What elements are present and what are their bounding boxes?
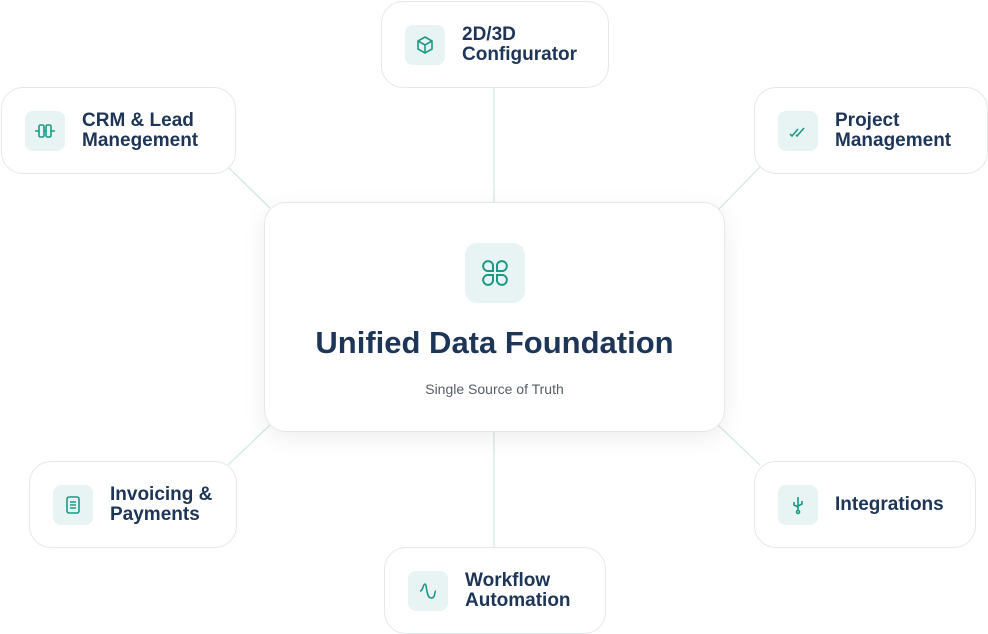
module-workflow[interactable]: Workflow Automation bbox=[384, 547, 606, 634]
module-label: Workflow Automation bbox=[465, 569, 571, 611]
central-hub-card: Unified Data Foundation Single Source of… bbox=[264, 202, 725, 432]
hub-title: Unified Data Foundation bbox=[315, 325, 674, 360]
module-invoicing[interactable]: Invoicing & Payments bbox=[29, 461, 237, 548]
check-double-icon bbox=[778, 110, 818, 151]
module-project[interactable]: Project Management bbox=[754, 87, 988, 174]
wave-icon bbox=[408, 570, 448, 611]
module-crm[interactable]: CRM & Lead Manegement bbox=[1, 87, 236, 174]
connector-crm bbox=[227, 166, 271, 209]
connector-invoicing bbox=[227, 424, 271, 466]
module-label: CRM & Lead Manegement bbox=[82, 109, 199, 151]
module-label: Invoicing & Payments bbox=[110, 483, 213, 525]
hub-subtitle: Single Source of Truth bbox=[425, 381, 564, 397]
connector-project bbox=[717, 166, 761, 211]
component-icon bbox=[25, 110, 65, 151]
grid-icon bbox=[464, 243, 525, 303]
usb-icon bbox=[778, 484, 818, 525]
module-label: Project Management bbox=[835, 109, 952, 151]
module-label: Integrations bbox=[835, 493, 944, 515]
module-configurator[interactable]: 2D/3D Configurator bbox=[381, 1, 609, 88]
module-label: 2D/3D Configurator bbox=[462, 23, 578, 65]
receipt-icon bbox=[53, 484, 93, 525]
module-integrations[interactable]: Integrations bbox=[754, 461, 976, 548]
cube-icon bbox=[405, 24, 445, 65]
connector-integrations bbox=[717, 424, 761, 466]
